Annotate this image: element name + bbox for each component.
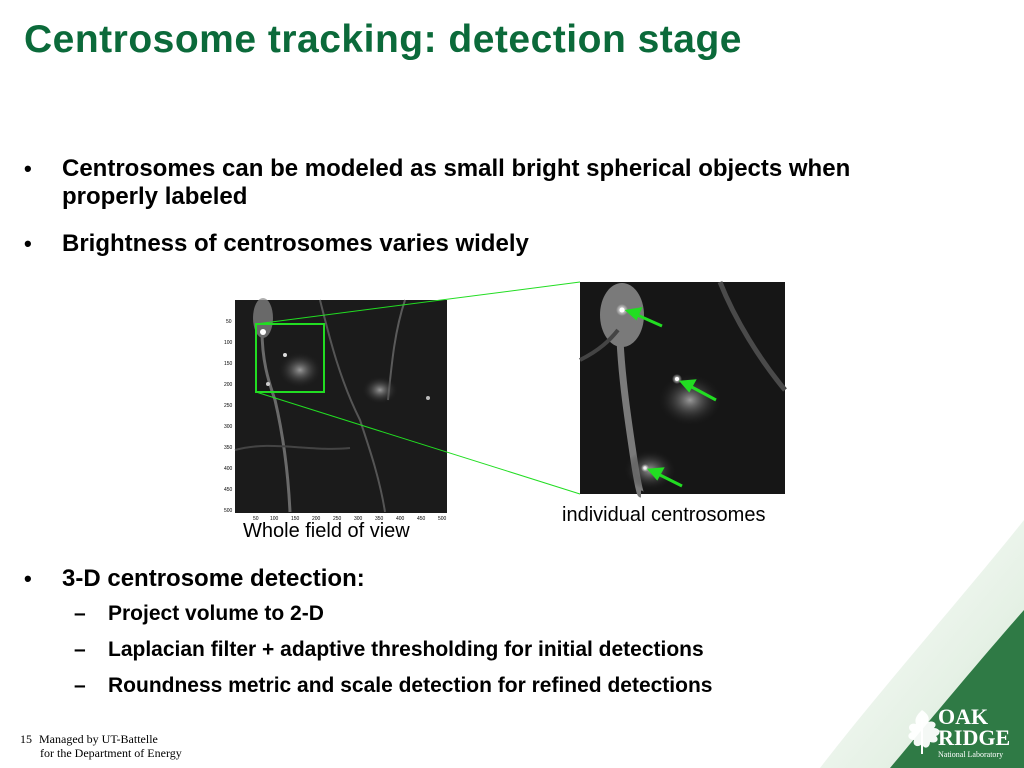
caption-whole-field: Whole field of view bbox=[243, 520, 410, 542]
x-tick: 150 bbox=[291, 516, 300, 522]
footer-line1: Managed by UT-Battelle bbox=[39, 732, 158, 746]
y-tick: 200 bbox=[224, 382, 233, 388]
dash-marker: – bbox=[74, 674, 86, 697]
footer-line2: for the Department of Energy bbox=[40, 746, 182, 760]
y-tick: 350 bbox=[224, 445, 233, 451]
x-tick: 250 bbox=[333, 516, 342, 522]
arrow-icon bbox=[624, 307, 663, 328]
arrow-icon bbox=[646, 467, 683, 488]
y-tick: 500 bbox=[224, 508, 233, 514]
zoom-connector-bottom bbox=[255, 391, 581, 495]
dash-marker: – bbox=[74, 638, 86, 661]
whole-field-image bbox=[234, 298, 447, 513]
x-tick: 100 bbox=[270, 516, 279, 522]
bullet-text: 3-D centrosome detection: bbox=[62, 565, 365, 592]
x-tick: 300 bbox=[354, 516, 363, 522]
x-tick: 500 bbox=[438, 516, 447, 522]
arrow-icon bbox=[678, 379, 717, 402]
bullet-dot: • bbox=[24, 231, 32, 256]
y-tick: 400 bbox=[224, 466, 233, 472]
subbullet-text: Roundness metric and scale detection for… bbox=[108, 674, 713, 697]
subbullet-text: Project volume to 2-D bbox=[108, 602, 324, 625]
bullet-dot: • bbox=[24, 156, 32, 181]
bullet-text: Centrosomes can be modeled as small brig… bbox=[62, 155, 851, 210]
zoomed-image bbox=[579, 281, 787, 498]
x-tick: 200 bbox=[312, 516, 321, 522]
caption-individual-centrosomes: individual centrosomes bbox=[562, 504, 766, 526]
logo-word-oak: OAK bbox=[938, 704, 989, 729]
x-tick: 450 bbox=[417, 516, 426, 522]
y-axis-ticks: 50 100 150 200 250 300 350 400 450 500 bbox=[224, 319, 233, 514]
y-tick: 450 bbox=[224, 487, 233, 493]
y-tick: 250 bbox=[224, 403, 233, 409]
slide-title: Centrosome tracking: detection stage bbox=[24, 18, 742, 61]
x-axis-ticks: 50 100 150 200 250 300 350 400 450 500 bbox=[253, 516, 447, 522]
logo-word-national-laboratory: National Laboratory bbox=[938, 750, 1004, 759]
x-tick: 50 bbox=[253, 516, 259, 522]
y-tick: 50 bbox=[226, 319, 232, 325]
zoom-connector-top bbox=[255, 281, 581, 325]
page-number: 15 bbox=[20, 732, 32, 746]
y-tick: 300 bbox=[224, 424, 233, 430]
logo-word-ridge: RIDGE bbox=[938, 725, 1011, 750]
x-tick: 350 bbox=[375, 516, 384, 522]
bullet-text: Brightness of centrosomes varies widely bbox=[62, 230, 529, 257]
bullet-dot: • bbox=[24, 566, 32, 591]
oak-leaf-icon bbox=[908, 710, 940, 754]
y-tick: 150 bbox=[224, 361, 233, 367]
y-tick: 100 bbox=[224, 340, 233, 346]
zoom-highlight-box bbox=[255, 323, 325, 393]
footer: 15 Managed by UT-Battelle for the Depart… bbox=[20, 732, 182, 760]
subbullet-text: Laplacian filter + adaptive thresholding… bbox=[108, 638, 704, 661]
dash-marker: – bbox=[74, 602, 86, 625]
x-tick: 400 bbox=[396, 516, 405, 522]
